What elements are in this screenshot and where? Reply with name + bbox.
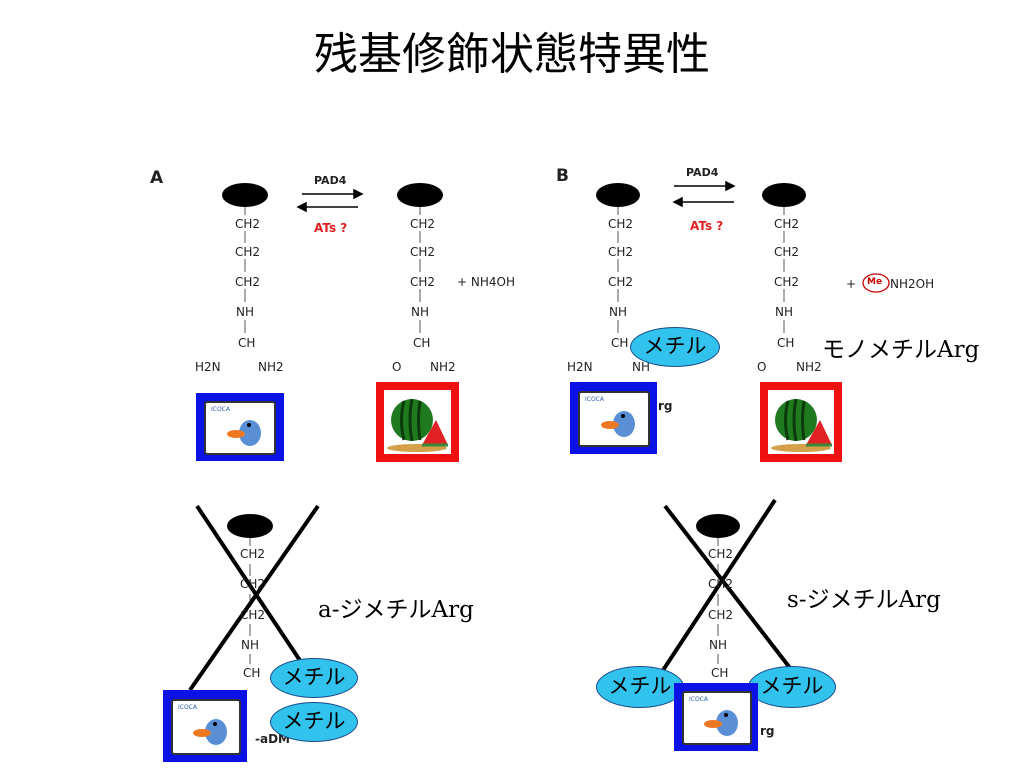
residue-head bbox=[596, 183, 640, 207]
chain-label: CH2 bbox=[410, 275, 436, 289]
label-a-dimethyl-arg: a-ジメチルArg bbox=[318, 597, 474, 623]
chain-label: CH2 bbox=[708, 547, 734, 561]
chain-end: NH2 bbox=[430, 360, 456, 374]
watermelon-box bbox=[760, 382, 842, 462]
residue-head bbox=[397, 183, 443, 207]
chain-label: CH2 bbox=[235, 275, 261, 289]
chain-label: NH bbox=[411, 305, 429, 319]
icoca-box: ICOCA bbox=[674, 683, 758, 751]
chain-label: NH bbox=[236, 305, 254, 319]
chain-label: CH2 bbox=[608, 245, 634, 259]
card-label: ICOCA bbox=[211, 406, 230, 413]
chain-label: CH2 bbox=[240, 577, 266, 591]
partial-label: rg bbox=[658, 399, 673, 413]
watermelon-frame bbox=[384, 390, 451, 454]
watermelon-box bbox=[376, 382, 459, 462]
card-label: ICOCA bbox=[689, 696, 708, 703]
watermelon-icon bbox=[387, 398, 448, 452]
chain-end: NH2 bbox=[258, 360, 284, 374]
platypus-icon bbox=[704, 710, 738, 736]
enzyme-forward-b: PAD4 bbox=[686, 166, 719, 179]
byproduct-prefix: + bbox=[846, 277, 857, 291]
chain-label: CH bbox=[243, 666, 261, 680]
panel-a-letter: A bbox=[150, 168, 164, 188]
chain-label: CH2 bbox=[774, 217, 800, 231]
icoca-card: ICOCA bbox=[682, 691, 752, 745]
enzyme-forward-a: PAD4 bbox=[314, 174, 347, 187]
residue-head bbox=[227, 514, 273, 538]
methyl-circle bbox=[862, 273, 890, 293]
byproduct: + NH4OH bbox=[457, 275, 515, 289]
icoca-box: ICOCA bbox=[163, 690, 247, 762]
icoca-box: ICOCA bbox=[196, 393, 284, 461]
card-label: ICOCA bbox=[585, 396, 604, 403]
watermelon-frame bbox=[768, 390, 834, 454]
partial-label: -aDM bbox=[255, 732, 290, 746]
residue-head bbox=[222, 183, 268, 207]
chain-label: NH bbox=[609, 305, 627, 319]
chain-label: NH bbox=[241, 638, 259, 652]
icoca-card: ICOCA bbox=[204, 401, 276, 455]
methyl-oval: メチル bbox=[270, 658, 358, 698]
chain-end: O bbox=[757, 360, 767, 374]
byproduct-me: Me bbox=[867, 277, 883, 287]
chain-label: CH bbox=[413, 336, 431, 350]
chain-label: CH bbox=[238, 336, 256, 350]
chain-label: CH2 bbox=[608, 275, 634, 289]
chain-label: CH bbox=[711, 666, 729, 680]
methyl-oval: メチル bbox=[748, 666, 836, 708]
chain-label: CH2 bbox=[240, 547, 266, 561]
partial-label: rg bbox=[760, 724, 775, 738]
chain-label: CH2 bbox=[608, 217, 634, 231]
panel-b-letter: B bbox=[556, 166, 569, 186]
chain-end: NH bbox=[632, 360, 650, 374]
icoca-box: ICOCA bbox=[570, 382, 657, 454]
chain-label: CH bbox=[611, 336, 629, 350]
methyl-oval: メチル bbox=[630, 327, 720, 367]
chain-end: H2N bbox=[567, 360, 593, 374]
icoca-card: ICOCA bbox=[578, 391, 650, 447]
enzyme-reverse-a: ATs ? bbox=[314, 221, 348, 235]
platypus-icon bbox=[601, 411, 635, 437]
methyl-oval: メチル bbox=[270, 702, 358, 742]
label-mono-methyl-arg: モノメチルArg bbox=[822, 337, 980, 363]
watermelon-icon bbox=[771, 398, 832, 452]
enzyme-reverse-b: ATs ? bbox=[690, 219, 724, 233]
label-s-dimethyl-arg: s-ジメチルArg bbox=[787, 587, 941, 613]
chain-label: CH2 bbox=[240, 608, 266, 622]
chain-label: CH2 bbox=[235, 245, 261, 259]
chain-label: CH2 bbox=[708, 608, 734, 622]
chain-label: NH bbox=[775, 305, 793, 319]
icoca-card: ICOCA bbox=[171, 699, 241, 755]
card-label: ICOCA bbox=[178, 704, 197, 711]
chain-label: CH2 bbox=[774, 275, 800, 289]
chain-label: CH2 bbox=[774, 245, 800, 259]
chain-label: CH2 bbox=[235, 217, 261, 231]
chain-end: NH2 bbox=[796, 360, 822, 374]
chain-end: H2N bbox=[195, 360, 221, 374]
byproduct-suffix: NH2OH bbox=[890, 277, 935, 291]
page-title: 残基修飾状態特異性 bbox=[314, 29, 710, 80]
residue-head bbox=[696, 514, 740, 538]
chain-end: O bbox=[392, 360, 402, 374]
residue-head bbox=[762, 183, 806, 207]
chain-label: NH bbox=[709, 638, 727, 652]
platypus-icon bbox=[227, 420, 261, 446]
chain-label: CH2 bbox=[708, 577, 734, 591]
chain-label: CH bbox=[777, 336, 795, 350]
methyl-oval: メチル bbox=[596, 666, 684, 708]
chain-label: CH2 bbox=[410, 245, 436, 259]
chain-label: CH2 bbox=[410, 217, 436, 231]
platypus-icon bbox=[193, 719, 227, 745]
